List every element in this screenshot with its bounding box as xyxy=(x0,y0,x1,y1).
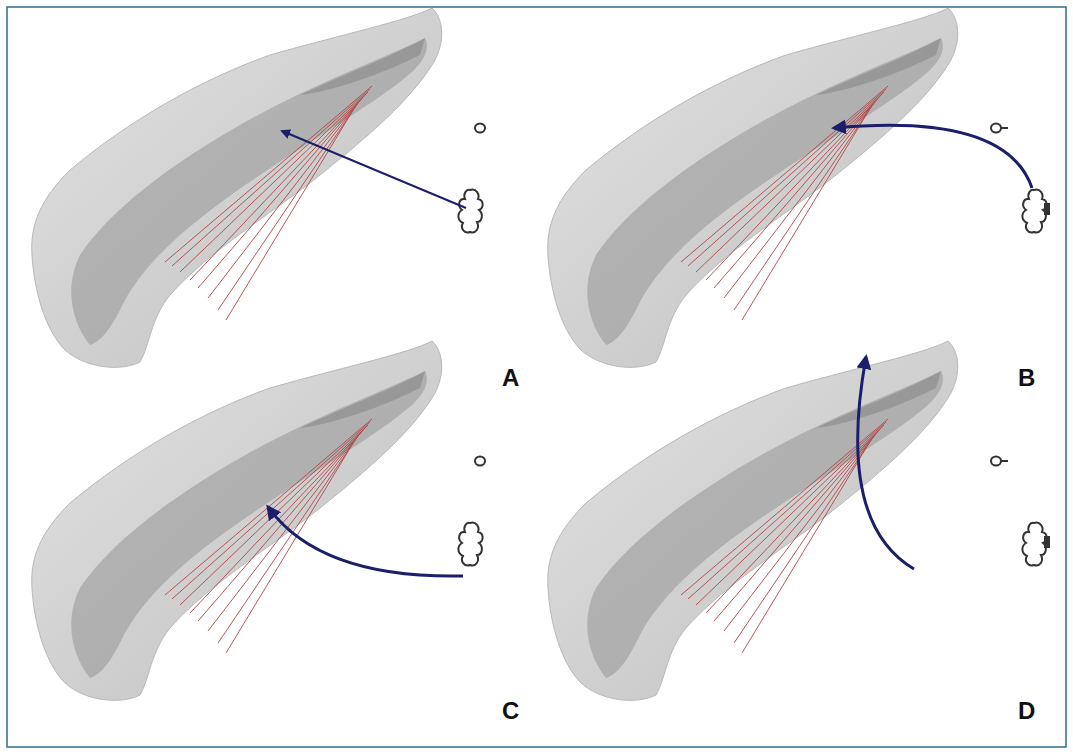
panel-letter: A xyxy=(502,366,519,390)
circle-tick xyxy=(1001,460,1008,462)
bone-shape xyxy=(32,8,442,367)
force-arrow xyxy=(858,357,914,569)
outer-border xyxy=(7,7,1066,747)
bone-shape xyxy=(548,8,958,367)
panel-letter: B xyxy=(1018,366,1035,390)
force-arrow xyxy=(282,131,466,208)
circle-tick xyxy=(1001,127,1008,129)
cloud-block xyxy=(1044,536,1050,548)
panel-d xyxy=(548,341,1050,700)
panel-a xyxy=(32,8,485,367)
panel-letter: D xyxy=(1018,699,1035,723)
panel-b xyxy=(548,8,1050,367)
circle-symbol xyxy=(475,457,485,466)
cloud-block xyxy=(1044,203,1050,215)
cloud-symbol xyxy=(458,190,482,233)
circle-symbol xyxy=(991,457,1001,466)
force-arrow xyxy=(268,507,463,576)
panel-letter: C xyxy=(502,699,519,723)
panel-c xyxy=(32,341,485,700)
bone-shape xyxy=(548,341,958,700)
cloud-symbol xyxy=(1022,190,1046,233)
circle-symbol xyxy=(475,124,485,133)
bone-shape xyxy=(32,341,442,700)
cloud-symbol xyxy=(1022,523,1046,566)
cloud-symbol xyxy=(458,523,482,566)
force-arrow xyxy=(834,125,1032,188)
circle-symbol xyxy=(991,124,1001,133)
